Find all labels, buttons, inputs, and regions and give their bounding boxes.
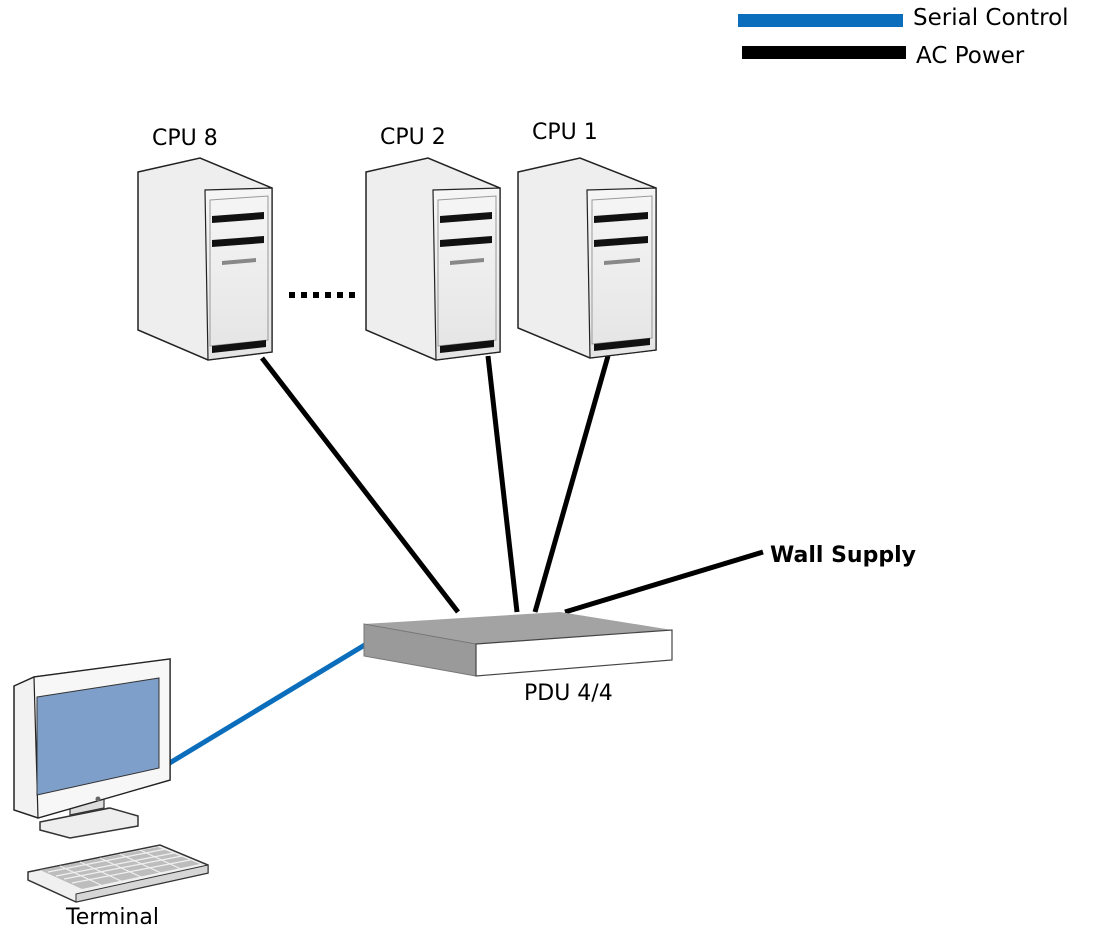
legend-label-power: AC Power (916, 43, 1025, 69)
power-cable-cpu8 (260, 356, 460, 614)
terminal-keyboard-icon (27, 844, 209, 903)
terminal-label: Terminal (66, 905, 159, 930)
cpu8-label: CPU 8 (152, 126, 218, 151)
power-cable-cpu2 (485, 355, 520, 613)
pdu-icon (363, 612, 673, 677)
ellipsis-dots (289, 292, 355, 298)
cpu1-tower-icon (517, 157, 657, 359)
legend-swatch-serial (738, 14, 903, 27)
power-cable-wall (564, 549, 764, 615)
cpu1-label: CPU 1 (532, 120, 598, 145)
wall-supply-label: Wall Supply (770, 543, 916, 568)
pdu-label: PDU 4/4 (524, 681, 613, 706)
cpu2-tower-icon (365, 157, 501, 361)
legend-swatch-power (742, 46, 906, 59)
terminal-monitor-icon (13, 658, 171, 839)
serial-cable (166, 640, 370, 767)
cpu2-label: CPU 2 (380, 125, 446, 150)
cpu8-tower-icon (137, 157, 273, 361)
power-cable-cpu1 (532, 355, 611, 613)
legend-label-serial: Serial Control (913, 5, 1069, 31)
ac-power-cables (260, 355, 764, 615)
